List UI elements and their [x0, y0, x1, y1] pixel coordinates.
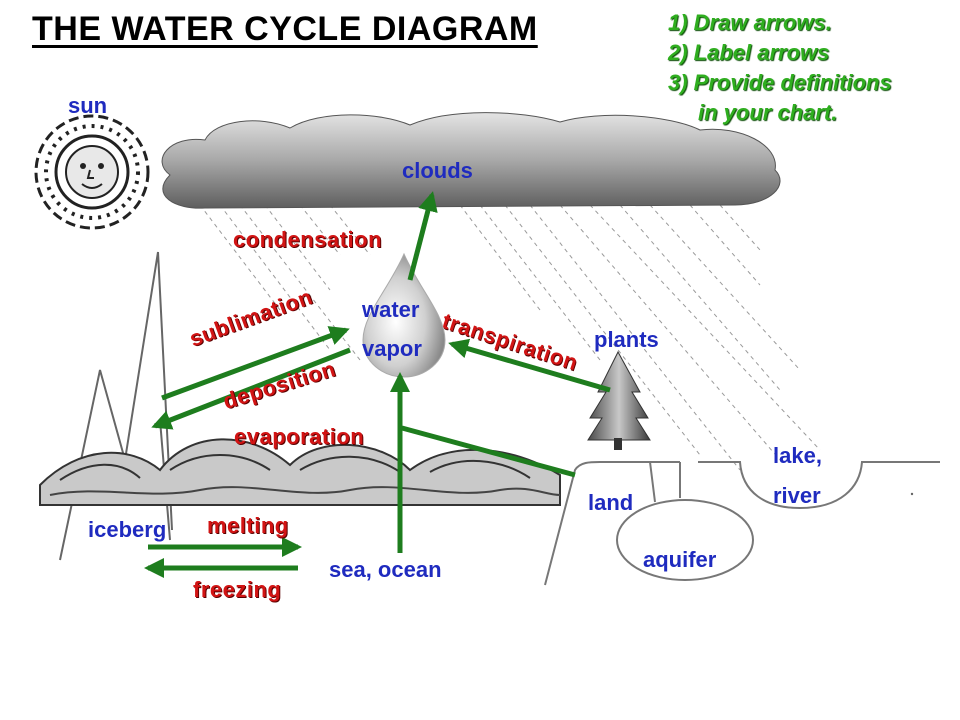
- instructions: 1) Draw arrows. 2) Label arrows 3) Provi…: [668, 8, 892, 128]
- label-sun: sun: [68, 93, 108, 118]
- arrow-condensation: [407, 191, 438, 281]
- arrow-transpiration: [448, 338, 611, 393]
- dot-mark: [910, 492, 914, 496]
- rain-streaks: [199, 204, 821, 471]
- instruction-1: 1) Draw arrows.: [668, 10, 832, 35]
- arrow-sublimation: [161, 326, 350, 401]
- label-lake-river-line2: river: [773, 483, 821, 508]
- iceberg-peak: [59, 251, 173, 561]
- instruction-3: 3) Provide definitions: [668, 70, 892, 95]
- arrow-deposition: [151, 347, 351, 430]
- label-water-vapor-line2: vapor: [362, 336, 422, 361]
- label-freezing: freezing: [193, 577, 282, 602]
- label-water-vapor-line1: water: [362, 297, 420, 322]
- label-sea-ocean: sea, ocean: [329, 557, 442, 582]
- label-aquifer: aquifer: [643, 547, 717, 572]
- ground-outline: [544, 461, 940, 586]
- instruction-3-continued: in your chart.: [698, 100, 838, 125]
- page-title: THE WATER CYCLE DIAGRAM: [32, 10, 538, 48]
- label-land: land: [588, 490, 634, 515]
- instruction-2: 2) Label arrows: [668, 40, 830, 65]
- label-plants: plants: [594, 327, 659, 352]
- arrows: [144, 191, 611, 578]
- label-condensation: condensation: [233, 227, 383, 252]
- sun-icon: [34, 114, 150, 230]
- tree-icon: [587, 350, 651, 450]
- label-melting: melting: [207, 513, 289, 538]
- cloud: [161, 112, 781, 209]
- label-lake-river-line1: lake,: [773, 443, 822, 468]
- arrow-evaporation-land: [401, 425, 576, 478]
- label-clouds: clouds: [402, 158, 473, 183]
- label-evaporation: evaporation: [234, 424, 365, 449]
- label-iceberg: iceberg: [88, 517, 167, 542]
